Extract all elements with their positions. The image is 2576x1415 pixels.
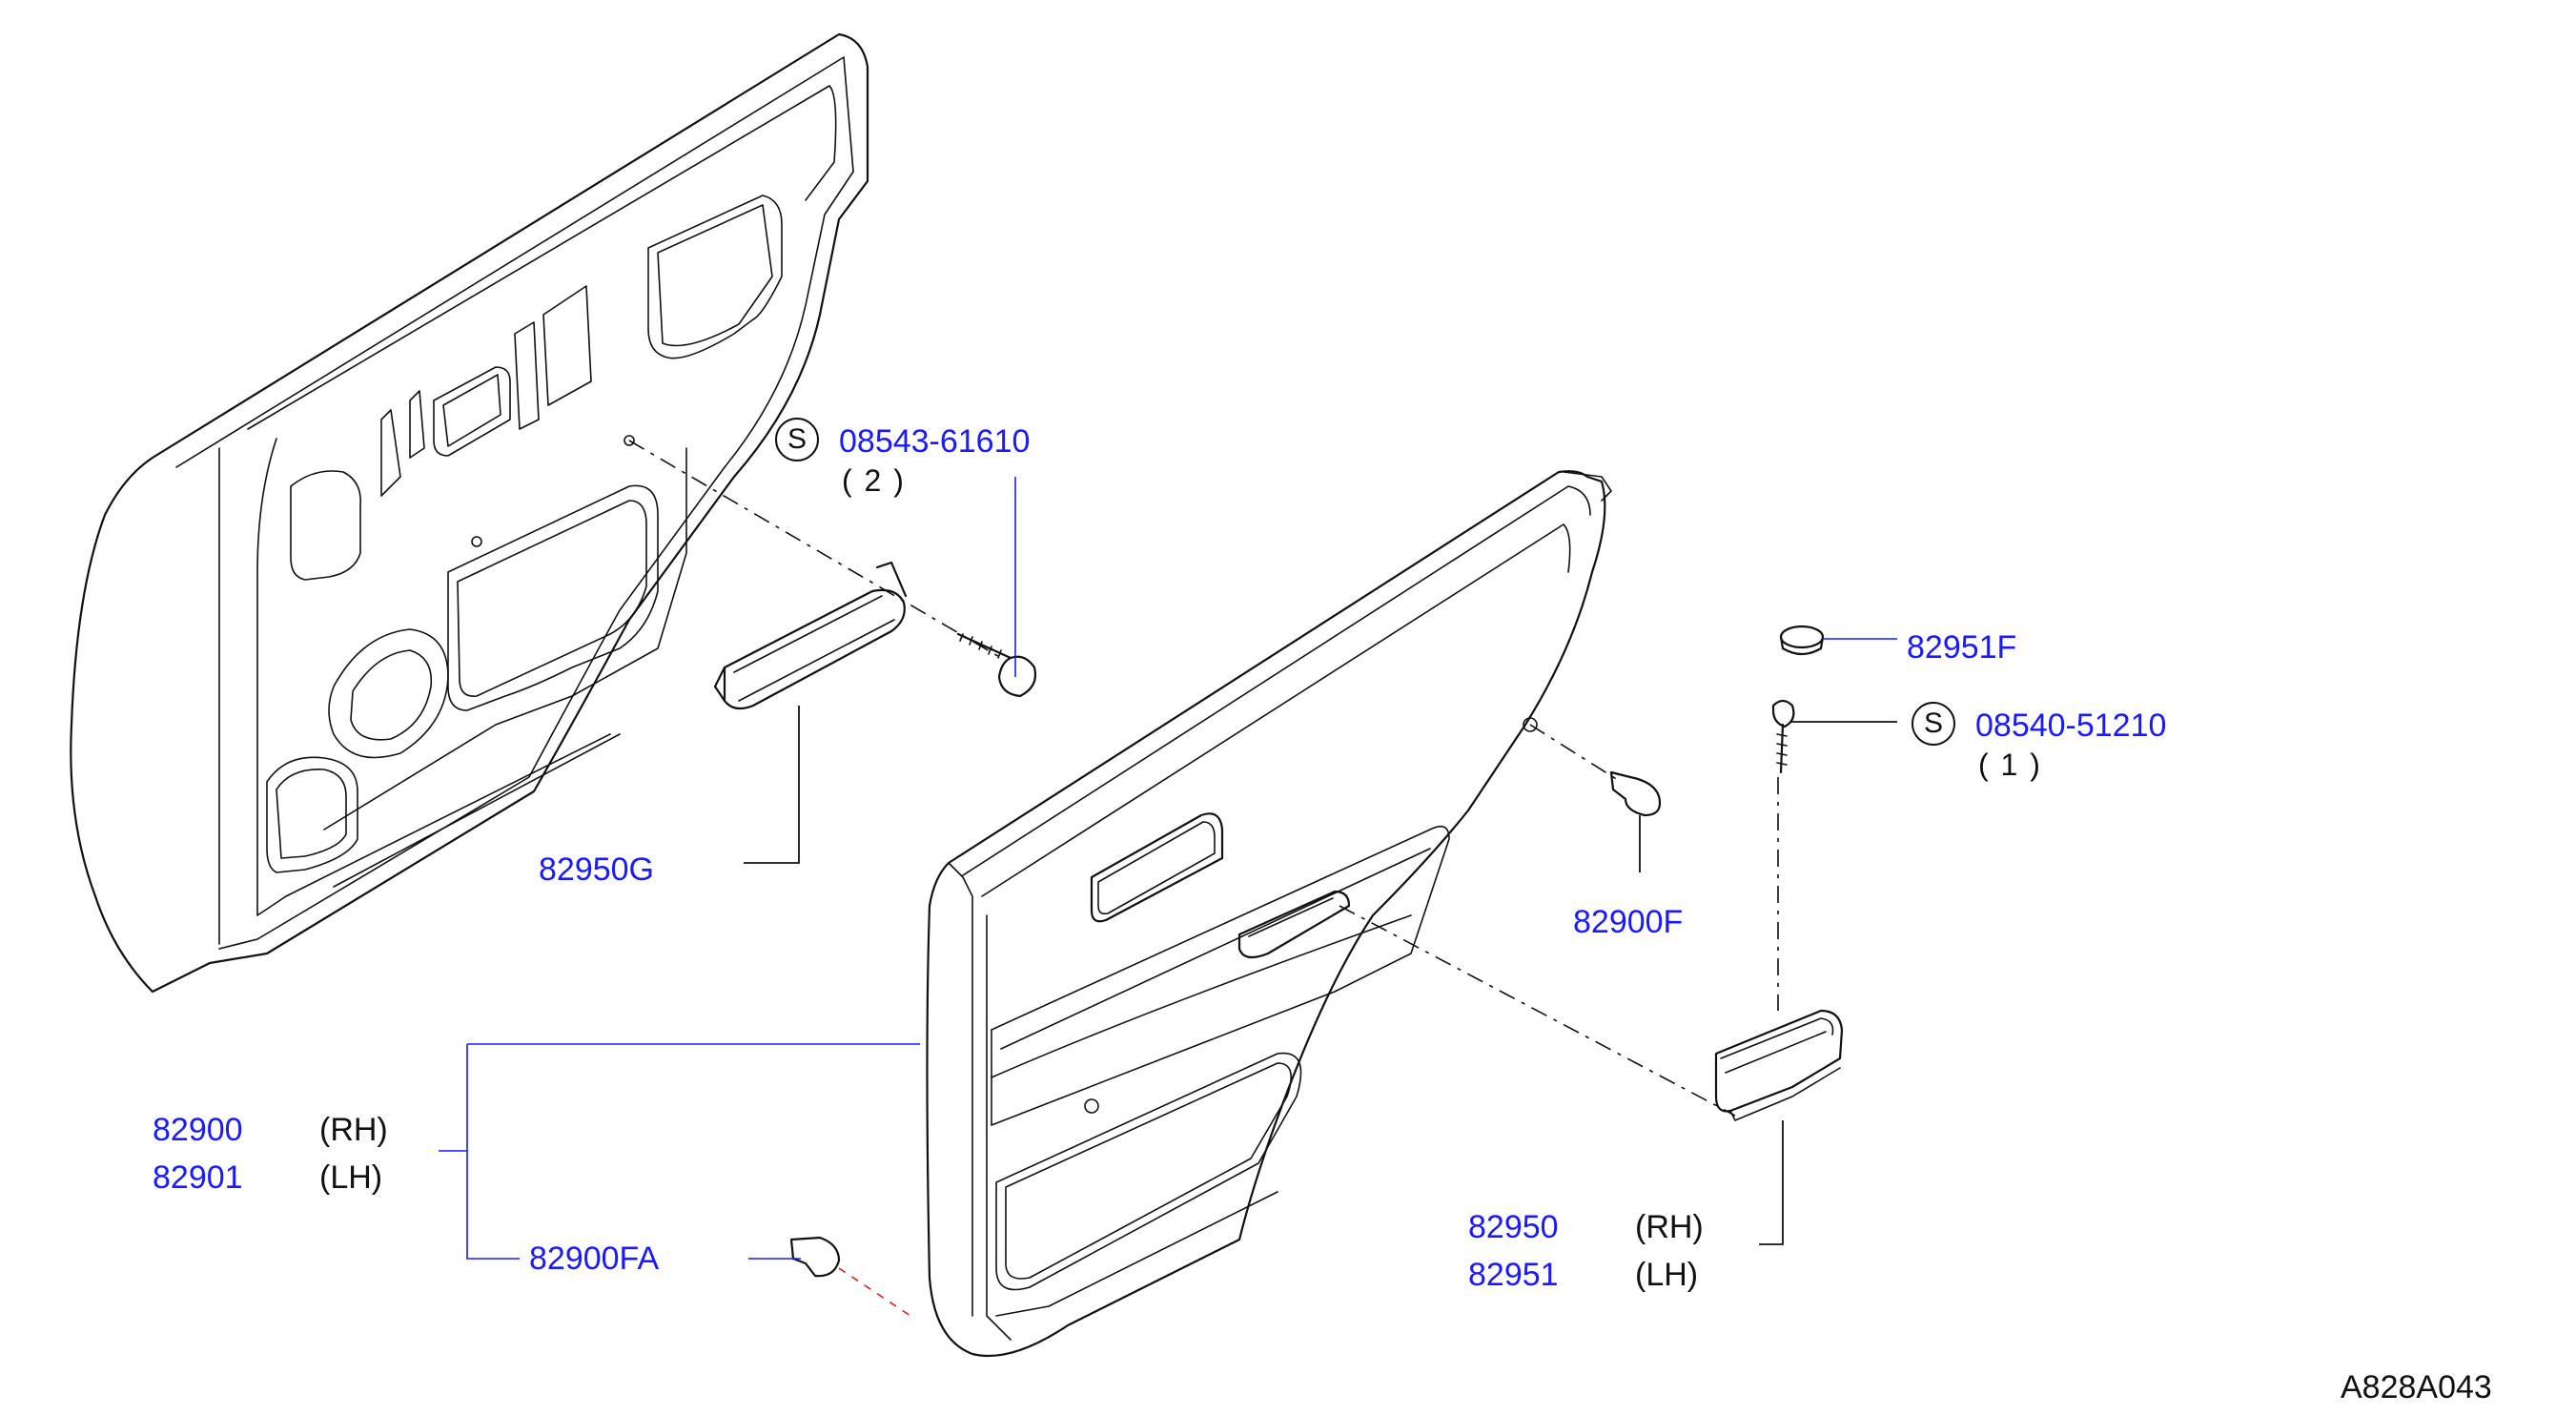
part-number-82901[interactable]: 82901 [153,1159,243,1196]
figure-reference: A828A043 [2341,1369,2492,1405]
leader-82950 [1759,1120,1784,1245]
quantity: ( 2 ) [842,463,906,498]
screw-08543-61610 [956,632,1037,698]
screw-08540-51210 [1771,699,1795,774]
side-label-lh: (LH) [1635,1257,1699,1293]
part-number-82950[interactable]: 82950 [1468,1209,1559,1245]
standard-part-badge: S [775,418,819,461]
assembly-line [628,440,1002,659]
part-number-08543-61610[interactable]: 08543-61610 [839,423,1031,460]
leader-82900 [439,1043,920,1260]
clip-82900fa [789,1236,841,1278]
assembly-line [1339,905,1736,1117]
door-pull-handle [1714,1009,1844,1121]
part-number-08540-51210[interactable]: 08540-51210 [1975,708,2167,744]
side-label-rh: (RH) [319,1112,388,1148]
part-number-82900fa[interactable]: 82900FA [529,1241,660,1277]
part-number-82900[interactable]: 82900 [153,1112,243,1148]
side-label-lh: (LH) [319,1159,383,1196]
cap-82951f [1779,625,1825,656]
bracket-82950g [713,561,908,710]
door-inner-panel [70,32,869,994]
side-label-rh: (RH) [1635,1209,1704,1245]
door-trim-panel [926,470,1612,1358]
standard-part-badge: S [1912,702,1955,746]
assembly-line [1529,724,1622,783]
quantity: ( 1 ) [1978,748,2042,782]
part-number-82900f[interactable]: 82900F [1573,904,1684,940]
hidden-line [838,1267,911,1317]
part-number-82951f[interactable]: 82951F [1907,629,2017,666]
part-number-82951[interactable]: 82951 [1468,1257,1559,1293]
part-number-82950g[interactable]: 82950G [539,851,654,888]
clip-82900f [1609,770,1662,817]
leader-82950g [744,706,800,864]
